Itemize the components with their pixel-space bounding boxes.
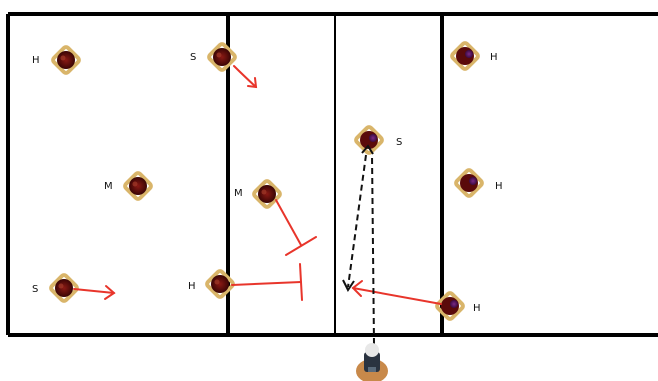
ball-path-pass: [371, 153, 375, 345]
block-line-p6: [231, 263, 303, 301]
player-label: H: [495, 181, 503, 192]
ball-path-set: [347, 154, 367, 288]
player-p9: H: [452, 166, 503, 200]
ball-path: [342, 144, 375, 345]
player-label: S: [32, 284, 38, 295]
movement-arrows: [73, 65, 442, 305]
player-label: H: [473, 303, 481, 314]
player-label: M: [234, 188, 243, 199]
arrow-p5-move: [73, 285, 116, 300]
arrow-p2-move: [233, 65, 258, 89]
player-p2: S: [190, 40, 239, 74]
player-p10: H: [433, 289, 481, 323]
player-label: S: [190, 52, 196, 63]
player-label: H: [490, 52, 498, 63]
player-label: H: [188, 281, 196, 292]
player-p7: H: [448, 39, 498, 73]
coach-figure-icon: [356, 343, 388, 381]
player-p6: H: [188, 267, 237, 301]
player-label: M: [104, 181, 113, 192]
player-p4: M: [234, 177, 284, 211]
player-label: H: [32, 55, 40, 66]
player-p1: H: [32, 43, 83, 77]
arrow-p10-attack: [351, 280, 442, 305]
player-p8: S: [352, 123, 402, 157]
player-label: S: [396, 137, 402, 148]
player-p3: M: [104, 169, 155, 203]
block-line-p4: [275, 199, 317, 256]
player-p5: S: [32, 271, 81, 305]
